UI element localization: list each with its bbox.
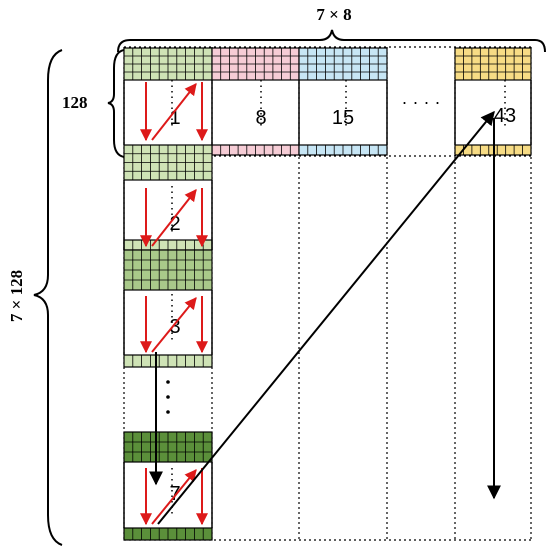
tile-col1-block7	[123, 431, 213, 463]
tile-grids	[123, 47, 532, 541]
cell-number-15: 15	[332, 107, 354, 129]
tile-col1-block2-bottom	[123, 239, 213, 251]
top-label: 7 × 8	[316, 5, 351, 24]
red-arrow-diagonal-7	[151, 469, 197, 525]
black-arrows	[149, 110, 501, 525]
cell-number-43: 43	[494, 105, 516, 127]
red-arrow-diagonal-3	[151, 297, 197, 353]
tile-col1-block7-bottom	[123, 527, 213, 541]
tile-col1-block3-bottom	[123, 354, 213, 368]
column1-borders	[123, 180, 213, 528]
arrow-diagonal	[157, 110, 495, 525]
red-arrow-diagonal-1	[151, 83, 197, 141]
left-brace	[33, 49, 63, 546]
tile-top-col8	[454, 47, 532, 81]
tile-top-col1	[123, 47, 213, 81]
row-height-label: 128	[62, 93, 88, 112]
tile-col1-block2	[123, 144, 213, 181]
top-brace	[117, 29, 546, 53]
red-arrow-diagonal-2	[151, 189, 197, 247]
tile-bottom-col2	[211, 144, 300, 156]
tile-top-col2	[211, 47, 300, 81]
cell-number-8: 8	[255, 107, 266, 129]
cell-number-2: 2	[169, 213, 180, 235]
tile-col1-block3	[123, 249, 213, 291]
row-brace	[107, 49, 125, 158]
cell-number-7: 7	[169, 483, 180, 505]
row-ellipsis: · · · ·	[402, 92, 441, 112]
red-arrows	[140, 82, 208, 526]
left-label: 7 × 128	[7, 270, 26, 322]
column-grid	[123, 46, 532, 541]
row1-borders	[123, 80, 532, 145]
column-ellipsis	[166, 380, 170, 414]
cell-number-1: 1	[169, 107, 180, 129]
cell-number-3: 3	[169, 316, 180, 338]
tile-bottom-col3	[298, 144, 388, 156]
tile-top-col3	[298, 47, 388, 81]
